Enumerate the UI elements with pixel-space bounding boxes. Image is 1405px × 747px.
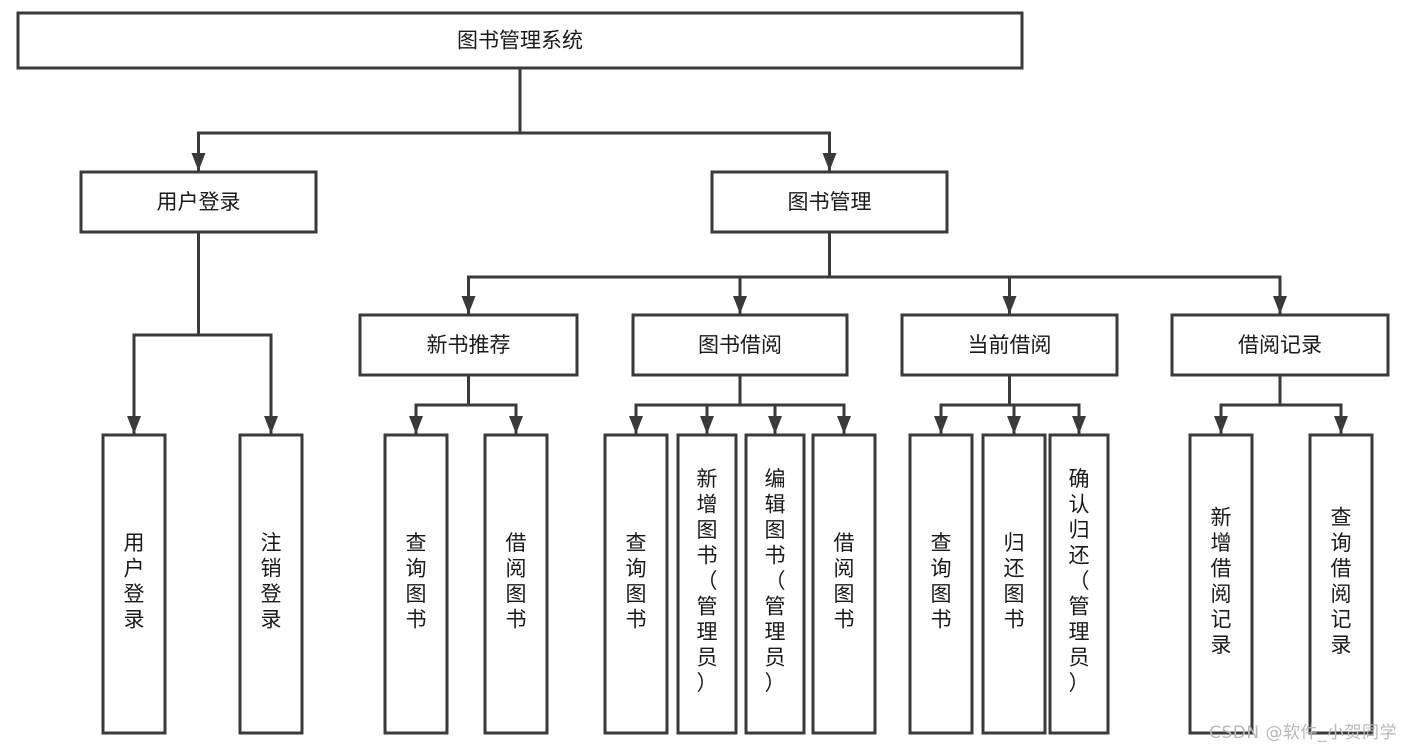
node-root[interactable]: 图书管理系统 — [16, 11, 1024, 70]
node-label-root: 图书管理系统 — [457, 29, 583, 53]
node-book-borrow[interactable]: 图书借阅 — [631, 313, 849, 377]
connectors-layer — [127, 66, 1348, 436]
node-label-leaf-return-book: 归还图书 — [1004, 531, 1025, 632]
arrow-head-icon — [934, 416, 948, 434]
nodes-layer: 图书管理系统用户登录用户登录注销登录图书管理新书推荐查询图书借阅图书图书借阅查询… — [16, 11, 1390, 735]
arrow-head-icon — [822, 153, 837, 171]
node-label-book-manage: 图书管理 — [788, 190, 872, 214]
node-leaf-query-record[interactable]: 查询借阅记录 — [1308, 433, 1374, 735]
node-leaf-query-book-1[interactable]: 查询图书 — [383, 433, 449, 735]
node-label-leaf-add-book: 新增图书（管理员） — [697, 467, 718, 695]
arrow-head-icon — [700, 416, 714, 434]
arrow-head-icon — [1334, 416, 1348, 434]
node-label-borrow-records: 借阅记录 — [1238, 333, 1322, 357]
node-label-leaf-user-login: 用户登录 — [124, 531, 145, 632]
node-user-login[interactable]: 用户登录 — [79, 170, 318, 234]
arrow-head-icon — [629, 416, 643, 434]
node-label-leaf-borrow-book-2: 借阅图书 — [834, 531, 855, 632]
node-label-leaf-add-record: 新增借阅记录 — [1211, 505, 1232, 657]
node-label-leaf-borrow-book-1: 借阅图书 — [506, 531, 527, 632]
node-label-current-borrow: 当前借阅 — [968, 333, 1052, 357]
node-new-book-rec[interactable]: 新书推荐 — [358, 313, 579, 377]
node-label-leaf-query-book-2: 查询图书 — [626, 531, 647, 632]
node-label-leaf-query-book-3: 查询图书 — [931, 531, 952, 632]
node-leaf-user-logout[interactable]: 注销登录 — [238, 433, 304, 735]
node-leaf-confirm-return[interactable]: 确认归还（管理员） — [1048, 433, 1110, 735]
node-borrow-records[interactable]: 借阅记录 — [1170, 313, 1390, 377]
node-label-leaf-confirm-return: 确认归还（管理员） — [1069, 467, 1090, 695]
arrow-head-icon — [768, 416, 782, 434]
arrow-head-icon — [127, 416, 141, 434]
node-label-new-book-rec: 新书推荐 — [427, 333, 511, 357]
node-label-user-login: 用户登录 — [157, 190, 241, 214]
node-book-manage[interactable]: 图书管理 — [710, 170, 949, 234]
node-leaf-query-book-3[interactable]: 查询图书 — [908, 433, 974, 735]
node-current-borrow[interactable]: 当前借阅 — [900, 313, 1119, 377]
node-leaf-return-book[interactable]: 归还图书 — [981, 433, 1047, 735]
arrow-head-icon — [1273, 296, 1287, 314]
node-leaf-add-record[interactable]: 新增借阅记录 — [1188, 433, 1254, 735]
node-label-leaf-edit-book: 编辑图书（管理员） — [765, 467, 786, 695]
arrow-head-icon — [509, 416, 523, 434]
node-leaf-user-login[interactable]: 用户登录 — [101, 433, 167, 735]
arrow-head-icon — [733, 296, 747, 314]
arrow-head-icon — [264, 416, 278, 434]
node-label-book-borrow: 图书借阅 — [698, 333, 782, 357]
node-label-leaf-query-record: 查询借阅记录 — [1331, 505, 1352, 657]
arrow-head-icon — [461, 296, 476, 314]
arrow-head-icon — [1007, 416, 1021, 434]
arrow-head-icon — [1214, 416, 1228, 434]
node-label-leaf-user-logout: 注销登录 — [261, 531, 282, 632]
arrow-head-icon — [409, 416, 423, 434]
arrow-head-icon — [191, 153, 206, 171]
node-leaf-edit-book[interactable]: 编辑图书（管理员） — [744, 433, 806, 735]
arrow-head-icon — [837, 416, 851, 434]
node-leaf-borrow-book-1[interactable]: 借阅图书 — [483, 433, 549, 735]
arrow-head-icon — [1072, 416, 1086, 434]
node-leaf-add-book[interactable]: 新增图书（管理员） — [676, 433, 738, 735]
arrow-head-icon — [1002, 296, 1017, 314]
csdn-watermark: CSDN @软件_小贺同学 — [1209, 723, 1397, 743]
node-label-leaf-query-book-1: 查询图书 — [406, 531, 427, 632]
node-leaf-borrow-book-2[interactable]: 借阅图书 — [811, 433, 877, 735]
node-leaf-query-book-2[interactable]: 查询图书 — [603, 433, 669, 735]
